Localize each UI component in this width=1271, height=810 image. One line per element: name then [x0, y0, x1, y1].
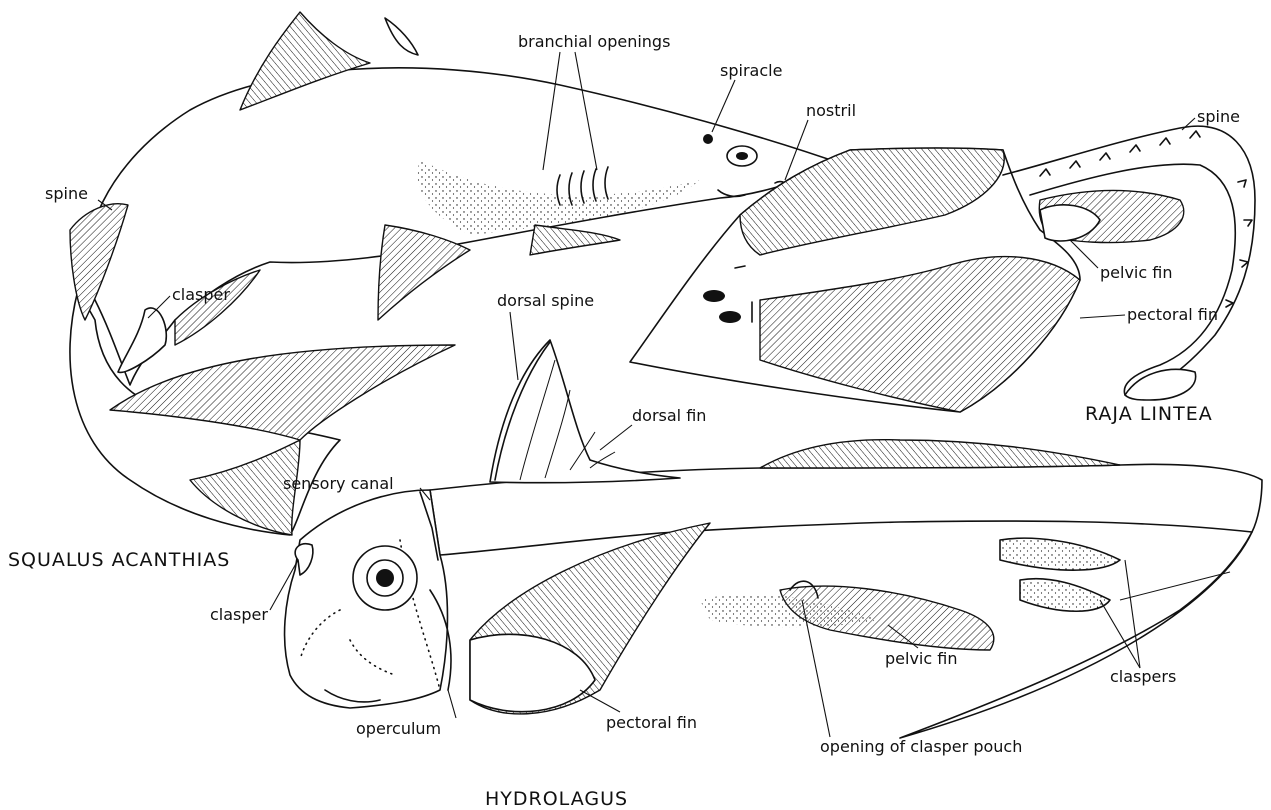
label-claspers: claspers: [1110, 667, 1176, 686]
label-pelvic-fin-hydrolagus: pelvic fin: [885, 649, 957, 668]
label-clasper-hydrolagus: clasper: [210, 605, 268, 624]
squalus-anal-fin: [530, 225, 620, 255]
label-clasper-squalus: clasper: [172, 285, 230, 304]
raja-tail-fin: [1125, 369, 1196, 400]
label-spiracle: spiracle: [720, 61, 782, 80]
label-pectoral-fin-raja: pectoral fin: [1127, 305, 1218, 324]
label-dorsal-fin: dorsal fin: [632, 406, 706, 425]
label-dorsal-spine: dorsal spine: [497, 291, 594, 310]
label-pelvic-fin-raja: pelvic fin: [1100, 263, 1172, 282]
hydrolagus-claspers: [1000, 538, 1120, 611]
label-spine-raja: spine: [1197, 107, 1240, 126]
species-hydrolagus: HYDROLAGUS: [485, 788, 628, 810]
label-branchial-openings: branchial openings: [518, 32, 670, 51]
label-spine-squalus: spine: [45, 184, 88, 203]
species-raja-lintea: RAJA LINTEA: [1085, 403, 1213, 425]
label-operculum: operculum: [356, 719, 441, 738]
species-squalus-acanthias: SQUALUS ACANTHIAS: [8, 549, 230, 571]
label-opening-of-clasper-pouch: opening of clasper pouch: [820, 737, 1022, 756]
squalus-spiracle: [703, 134, 713, 144]
label-nostril: nostril: [806, 101, 856, 120]
label-pectoral-fin-hydrolagus: pectoral fin: [606, 713, 697, 732]
hydrolagus-second-dorsal-fin: [760, 440, 1120, 468]
label-sensory-canal: sensory canal: [283, 474, 394, 493]
squalus-dorsal-spine-1: [385, 18, 418, 55]
